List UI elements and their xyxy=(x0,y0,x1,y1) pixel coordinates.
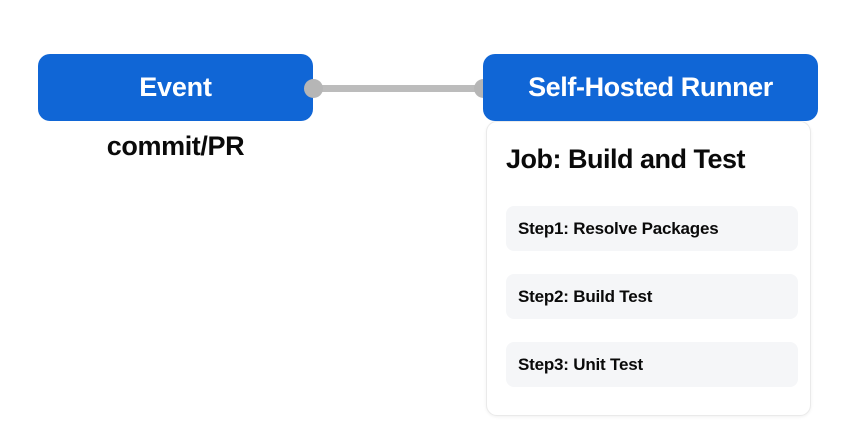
event-node-sublabel: commit/PR xyxy=(106,131,245,161)
event-node[interactable]: Event xyxy=(38,54,313,121)
job-title: Job: Build and Test xyxy=(506,144,746,174)
job-card: Job: Build and Test Step1: Resolve Packa… xyxy=(486,121,811,416)
connector-start-dot xyxy=(304,79,323,98)
job-step-row[interactable]: Step1: Resolve Packages xyxy=(506,206,798,251)
job-step-row[interactable]: Step2: Build Test xyxy=(506,274,798,319)
runner-node-header[interactable]: Self-Hosted Runner xyxy=(483,54,818,121)
connector-line xyxy=(313,85,483,92)
job-step-label: Step1: Resolve Packages xyxy=(518,219,719,238)
event-node-label: Event xyxy=(139,72,212,102)
job-step-row[interactable]: Step3: Unit Test xyxy=(506,342,798,387)
job-step-label: Step2: Build Test xyxy=(518,287,653,306)
job-steps-list: Step1: Resolve Packages Step2: Build Tes… xyxy=(506,206,798,387)
job-step-label: Step3: Unit Test xyxy=(518,355,643,374)
runner-node-header-label: Self-Hosted Runner xyxy=(528,72,773,102)
